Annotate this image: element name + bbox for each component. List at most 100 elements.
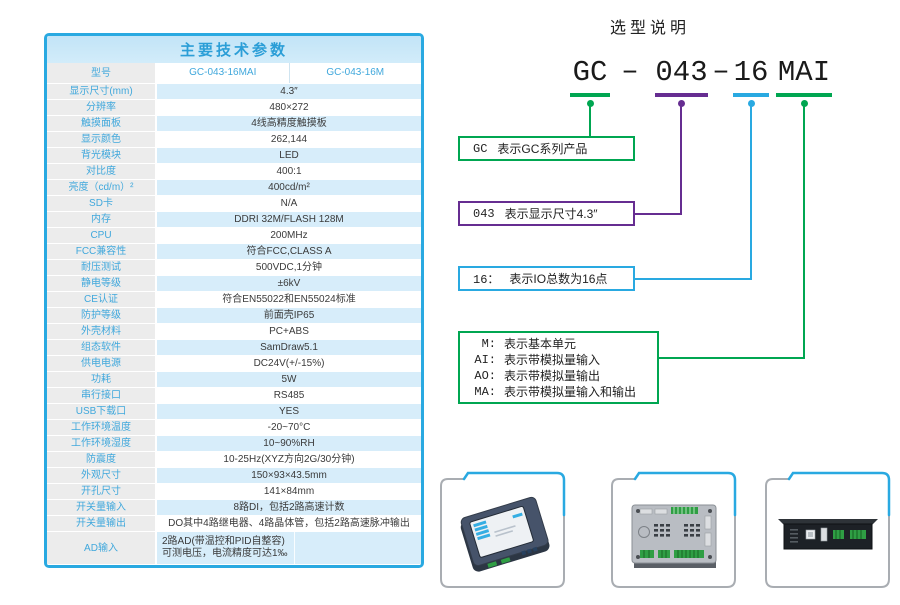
table-row: 静电等级±6kV [47, 276, 421, 292]
connector-dot [678, 100, 685, 107]
legend-key: M: [481, 336, 496, 351]
model-segment-size: 043 [654, 56, 709, 108]
model-segment-io: 16 [732, 56, 770, 108]
legend-box-io: 16： 表示IO总数为16点 [458, 266, 635, 291]
row-label: 内存 [47, 212, 157, 228]
legend-line: AO:表示带模拟量输出 [466, 368, 649, 384]
value-cell: N/A [157, 196, 421, 211]
value-cell: 500VDC,1分钟 [157, 260, 421, 275]
row-label: 亮度（cd/m）² [47, 180, 157, 196]
underline-bar [776, 93, 832, 97]
table-row: 工作环境温度-20~70°C [47, 420, 421, 436]
value-cell: 5W [157, 372, 421, 387]
photo-frame-side [762, 469, 894, 593]
value-cell: 10~90%RH [157, 436, 421, 451]
value-cell: 480×272 [157, 100, 421, 115]
value-cell: 8路DI，包括2路高速计数 [157, 500, 421, 515]
legend-key: 16： [473, 273, 500, 287]
legend-desc: 表示带模拟量输入 [504, 352, 601, 367]
photo-frame-rear [608, 469, 740, 593]
connector-dot [800, 100, 808, 107]
model-dash: – [621, 55, 639, 88]
row-label: CPU [47, 228, 157, 244]
connector-line-size-h [635, 213, 682, 215]
legend-desc: 表示带模拟量输出 [504, 368, 601, 383]
connector-dot [747, 100, 755, 107]
table-row: CE认证符合EN55022和EN55024标准 [47, 292, 421, 308]
legend-line: M: 表示基本单元 [466, 336, 649, 352]
value-cell: RS485 [157, 388, 421, 403]
value-cell: 符合FCC,CLASS A [157, 244, 421, 259]
value-cell: DDRI 32M/FLASH 128M [157, 212, 421, 227]
row-label: 组态软件 [47, 340, 157, 356]
value-cell: PC+ABS [157, 324, 421, 339]
row-label: 工作环境湿度 [47, 436, 157, 452]
legend-desc: 表示基本单元 [504, 336, 577, 351]
frame-border-icon [765, 471, 891, 588]
value-cell: 262,144 [157, 132, 421, 147]
connector-line-variant-h [659, 357, 805, 359]
legend-line: AI:表示带模拟量输入 [466, 352, 649, 368]
row-label: 外壳材料 [47, 324, 157, 340]
row-label: 显示尺寸(mm) [47, 84, 157, 100]
underline-bar [655, 93, 708, 97]
diagram-title: 选型说明 [609, 20, 690, 37]
row-label: 工作环境温度 [47, 420, 157, 436]
frame-border-icon [440, 471, 566, 588]
underline-bar [570, 93, 610, 97]
value-cell: 4.3″ [157, 84, 421, 99]
value-cell: LED [157, 148, 421, 163]
row-label: 开孔尺寸 [47, 484, 157, 500]
table-row: FCC兼容性符合FCC,CLASS A [47, 244, 421, 260]
row-label: 功耗 [47, 372, 157, 388]
row-label: 开关量输入 [47, 500, 157, 516]
value-cell: YES [157, 404, 421, 419]
legend-box-series: GC 表示GC系列产品 [458, 136, 635, 161]
value-cell: 141×84mm [157, 484, 421, 499]
hmi-rear-terminals-photo [631, 504, 717, 568]
model-dash: – [712, 55, 730, 88]
value-cell: DC24V(+/-15%) [157, 356, 421, 371]
underline-bar [733, 93, 769, 97]
connector-line-variant-v [803, 105, 805, 359]
spec-table-title: 主要技术参数 [47, 36, 421, 63]
connector-dot [586, 100, 594, 107]
model-value-cell: GC-043-16M [289, 63, 421, 83]
legend-box-size: 043 表示显示尺寸4.3″ [458, 201, 635, 226]
connector-line-io-v [750, 105, 752, 280]
row-label: 供电电源 [47, 356, 157, 372]
photo-frame-front [437, 469, 569, 593]
legend-line: MA:表示带模拟量输入和输出 [466, 384, 649, 400]
model-segment-variant: MAI [775, 56, 833, 108]
row-label: SD卡 [47, 196, 157, 212]
legend-desc: 表示IO总数为16点 [509, 272, 608, 286]
value-cell: 符合EN55022和EN55024标准 [157, 292, 421, 307]
row-label: AD输入 [47, 532, 157, 565]
row-label: 串行接口 [47, 388, 157, 404]
row-label: 触摸面板 [47, 116, 157, 132]
value-cell: 前面壳IP65 [157, 308, 421, 323]
row-label: 耐压测试 [47, 260, 157, 276]
value-cell: 150×93×43.5mm [157, 468, 421, 483]
model-value-cell: GC-043-16MAI [157, 63, 290, 83]
row-label: 对比度 [47, 164, 157, 180]
row-label: FCC兼容性 [47, 244, 157, 260]
model-segment-series: GC [569, 56, 611, 108]
